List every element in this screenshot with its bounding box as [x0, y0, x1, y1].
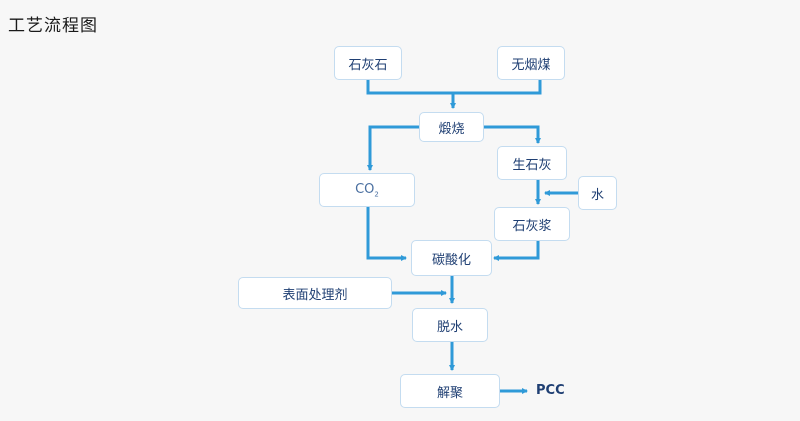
arrow-co2-carbonation: [366, 207, 407, 261]
node-limestone: 石灰石: [334, 46, 402, 80]
node-pcc: PCC: [536, 383, 565, 398]
co2-subscript: 2: [374, 190, 379, 199]
page-title: 工艺流程图: [8, 16, 98, 36]
arrow-calcination-quicklime: [484, 125, 541, 144]
node-slaked-lime-label: 石灰浆: [512, 218, 552, 234]
node-quicklime-label: 生石灰: [512, 157, 552, 173]
node-quicklime: 生石灰: [497, 146, 567, 180]
node-co2: CO2: [319, 173, 415, 207]
node-calcination-label: 煅烧: [438, 121, 465, 137]
node-carbonation-label: 碳酸化: [431, 252, 471, 268]
node-calcination: 煅烧: [419, 112, 484, 142]
node-limestone-label: 石灰石: [348, 57, 388, 73]
node-water-label: 水: [590, 187, 604, 203]
node-anthracite-label: 无烟煤: [511, 57, 551, 73]
node-water: 水: [578, 176, 617, 210]
node-dewatering: 脱水: [412, 308, 488, 342]
node-co2-label: CO2: [355, 182, 379, 199]
arrow-calcination-co2: [367, 125, 419, 171]
node-anthracite: 无烟煤: [497, 46, 565, 80]
node-deagglomeration-label: 解聚: [436, 385, 463, 401]
node-deagglomeration: 解聚: [400, 374, 500, 408]
node-slaked-lime: 石灰浆: [494, 207, 570, 241]
node-dewatering-label: 脱水: [436, 319, 463, 335]
node-surface-agent-label: 表面处理剂: [282, 287, 348, 303]
node-surface-agent: 表面处理剂: [238, 277, 392, 309]
co2-main-text: CO: [355, 181, 375, 197]
node-carbonation: 碳酸化: [411, 240, 492, 276]
arrow-slaked-carbonation: [493, 241, 540, 261]
arrow-limestone-merge: [366, 80, 542, 95]
